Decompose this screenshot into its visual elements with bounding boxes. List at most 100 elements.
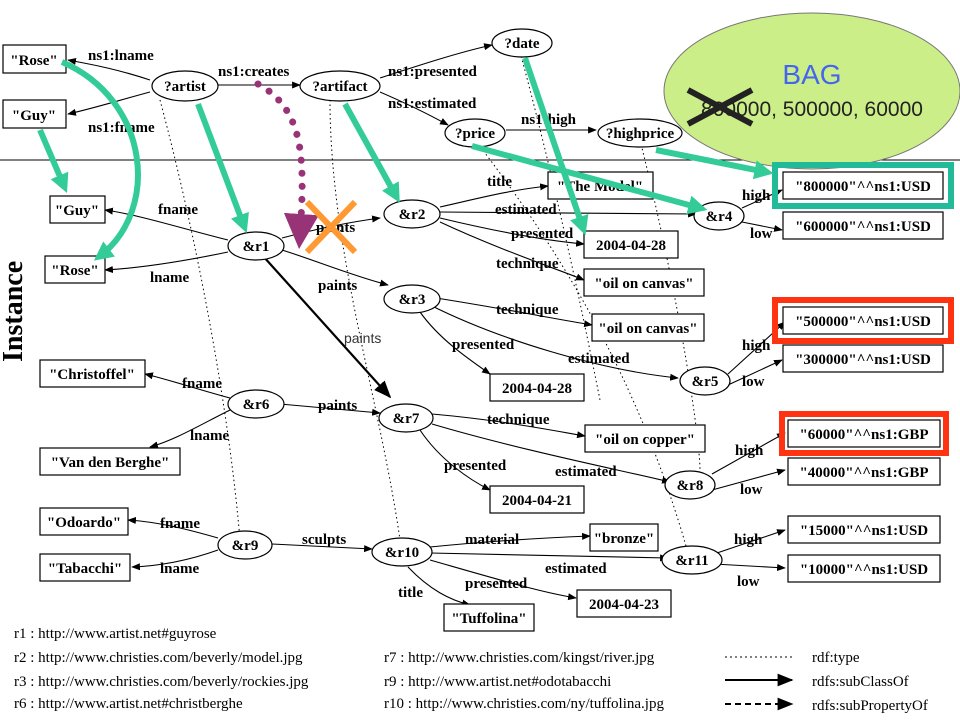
uri-list: r1 : http://www.artist.net#guyrose r2 : … [14,626,664,712]
bag-values: 800000, 500000, 60000 [701,98,923,121]
node-r1: &r1 [227,231,285,261]
svg-text:"oil on copper": "oil on copper" [595,432,695,448]
svg-text:high: high [742,338,771,354]
node-r11: &r11 [661,545,723,575]
node-r4: &r4 [693,201,745,231]
schema-edge-presented: ns1:presented [388,64,478,80]
svg-text:"Rose": "Rose" [51,263,98,279]
svg-text:estimated: estimated [545,561,607,577]
node-r5: &r5 [679,366,731,396]
schema-edge-estimated: ns1:estimated [388,96,477,112]
svg-text:presented: presented [465,576,528,592]
svg-text:"500000"^^ns1:USD: "500000"^^ns1:USD [795,314,931,330]
lit-bronze: "bronze" [589,523,659,552]
highlight-green-box [772,162,954,209]
svg-text:high: high [734,532,763,548]
highlight-red-box-1 [772,297,954,344]
node-r2: &r2 [383,199,441,229]
node-r10: &r10 [371,537,433,567]
svg-text:fname: fname [160,516,200,532]
lit-date-4: 2004-04-23 [576,589,672,618]
lit-oil-canvas-1: "oil on canvas" [583,268,705,297]
legend-subproperty-label: rdfs:subPropertyOf [812,698,928,714]
svg-text:material: material [465,532,519,548]
svg-text:?price: ?price [455,126,495,142]
instance-label: Instance [0,261,29,362]
lit-guy: "Guy" [49,195,106,224]
schema-node-artifact: ?artifact [299,70,381,102]
svg-text:"Guy": "Guy" [12,108,56,124]
svg-text:lname: lname [160,561,200,577]
svg-text:technique: technique [487,412,550,428]
svg-text:2004-04-28: 2004-04-28 [596,238,666,254]
svg-text:estimated: estimated [555,464,617,480]
bag-ellipse [663,12,960,170]
svg-text:?artist: ?artist [164,79,206,95]
svg-text:"Odoardo": "Odoardo" [47,515,121,531]
lit-date-1: 2004-04-28 [583,230,679,259]
inference-dotted-arrow [254,80,319,249]
lit-vandenberghe: "Van den Berghe" [39,447,181,476]
svg-text:sculpts: sculpts [302,532,346,548]
svg-text:"oil on canvas": "oil on canvas" [594,276,693,292]
svg-text:?date: ?date [505,36,540,52]
svg-text:"Tuffolina": "Tuffolina" [451,611,526,627]
svg-text:"300000"^^ns1:USD: "300000"^^ns1:USD [795,352,931,368]
svg-text:fname: fname [182,376,222,392]
lit-usd-15000: "15000"^^ns1:USD [787,515,941,544]
lit-gbp-40000: "40000"^^ns1:GBP [787,457,941,486]
svg-text:"oil on canvas": "oil on canvas" [598,321,697,337]
svg-text:2004-04-28: 2004-04-28 [502,381,572,397]
highlight-red-box-2 [779,411,949,456]
schema-node-date: ?date [491,28,553,58]
svg-text:paints: paints [318,278,357,294]
svg-text:"800000"^^ns1:USD: "800000"^^ns1:USD [795,179,931,195]
lit-gbp-60000: "60000"^^ns1:GBP [787,419,941,448]
node-r6: &r6 [227,389,285,419]
svg-text:&r5: &r5 [692,374,719,390]
svg-text:presented: presented [444,458,507,474]
uri-r9: r9 : http://www.artist.net#odotabacchi [384,674,611,690]
svg-text:presented: presented [452,337,515,353]
svg-text:low: low [740,482,763,498]
svg-text:low: low [737,574,760,590]
svg-text:&r1: &r1 [243,239,270,255]
svg-text:paints: paints [318,398,357,414]
svg-text:&r3: &r3 [399,292,426,308]
lit-usd-10000: "10000"^^ns1:USD [787,554,941,583]
lit-rose: "Rose" [44,255,106,284]
svg-text:&r8: &r8 [677,478,704,494]
schema-node-highprice: ?highprice [597,118,683,148]
legend: rdf:type rdfs:subClassOf rdfs:subPropert… [725,650,928,714]
lit-usd-800000: "800000"^^ns1:USD [782,171,944,200]
lit-usd-500000: "500000"^^ns1:USD [782,306,944,335]
uri-r6: r6 : http://www.artist.net#christberghe [14,696,243,712]
node-r7: &r7 [378,403,434,433]
node-r9: &r9 [217,530,273,560]
uri-r10: r10 : http://www.christies.com/ny/tuffol… [384,696,664,712]
schema-edge-creates: ns1:creates [218,64,290,80]
uri-r3: r3 : http://www.christies.com/beverly/ro… [14,674,309,690]
uri-r2: r2 : http://www.christies.com/beverly/mo… [14,650,303,666]
inferred-paints-arrow [262,255,392,399]
svg-text:estimated: estimated [568,351,630,367]
svg-text:"40000"^^ns1:GBP: "40000"^^ns1:GBP [799,465,928,481]
lit-tuffolina: "Tuffolina" [443,603,535,632]
instance-edge-labels: fname lname paints paints title estimate… [150,174,773,601]
svg-text:presented: presented [511,226,574,242]
bag-cross-icon-b [686,87,754,127]
schema-edge-lname: ns1:lname [88,48,154,64]
svg-text:"600000"^^ns1:USD: "600000"^^ns1:USD [795,219,931,235]
svg-text:&r9: &r9 [232,538,259,554]
svg-text:&r4: &r4 [706,209,733,225]
node-r3: &r3 [383,284,441,314]
svg-text:"15000"^^ns1:USD: "15000"^^ns1:USD [800,523,928,539]
svg-text:"Tabacchi": "Tabacchi" [48,561,122,577]
svg-text:?highprice: ?highprice [606,126,675,142]
bag-group: BAG 800000, 500000, 60000 [663,12,960,170]
svg-text:fname: fname [158,202,198,218]
svg-text:"Rose": "Rose" [10,53,57,69]
node-r8: &r8 [664,470,716,500]
svg-text:lname: lname [150,270,190,286]
